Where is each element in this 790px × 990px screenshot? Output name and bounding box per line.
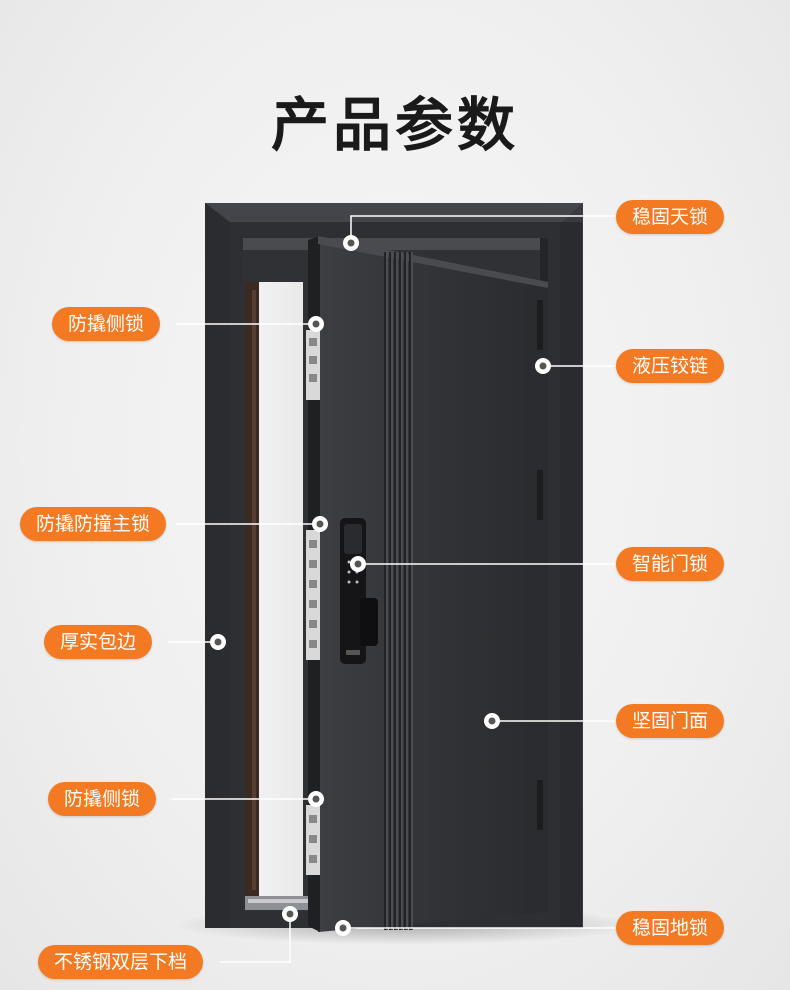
- callout-lines: [168, 215, 615, 963]
- line-sill: [220, 914, 291, 963]
- side-bolts: [306, 330, 320, 875]
- door-leaf: [308, 236, 548, 932]
- callout-thick-edge: 厚实包边: [44, 625, 153, 659]
- line-top-lock: [350, 215, 615, 243]
- callout-smart-lock: 智能门锁: [616, 547, 725, 581]
- ring-dot-icon: [535, 358, 551, 374]
- ring-dot-icon: [350, 556, 366, 572]
- callout-ground-lock: 稳固地锁: [616, 911, 725, 945]
- ring-dot-icon: [308, 316, 324, 332]
- ring-dot-icon: [484, 713, 500, 729]
- ring-dot-icon: [308, 791, 324, 807]
- ring-dot-icon: [312, 516, 328, 532]
- callout-side-lock-lower: 防撬侧锁: [48, 782, 157, 816]
- smart-lock-device: [340, 518, 378, 664]
- ring-dot-icon: [210, 634, 226, 650]
- page-title: 产品参数: [270, 91, 519, 159]
- callout-dots: [210, 235, 551, 936]
- callout-hinge: 液压铰链: [616, 349, 725, 383]
- ring-dot-icon: [282, 906, 298, 922]
- callout-sill: 不锈钢双层下档: [38, 945, 204, 979]
- ring-dot-icon: [335, 920, 351, 936]
- callout-main-lock: 防撬防撞主锁: [20, 507, 167, 541]
- door-stripes: [384, 252, 413, 930]
- callout-top-lock: 稳固天锁: [616, 200, 725, 234]
- callout-side-lock-upper: 防撬侧锁: [52, 307, 161, 341]
- callout-door-panel: 坚固门面: [616, 704, 725, 738]
- ring-dot-icon: [343, 235, 359, 251]
